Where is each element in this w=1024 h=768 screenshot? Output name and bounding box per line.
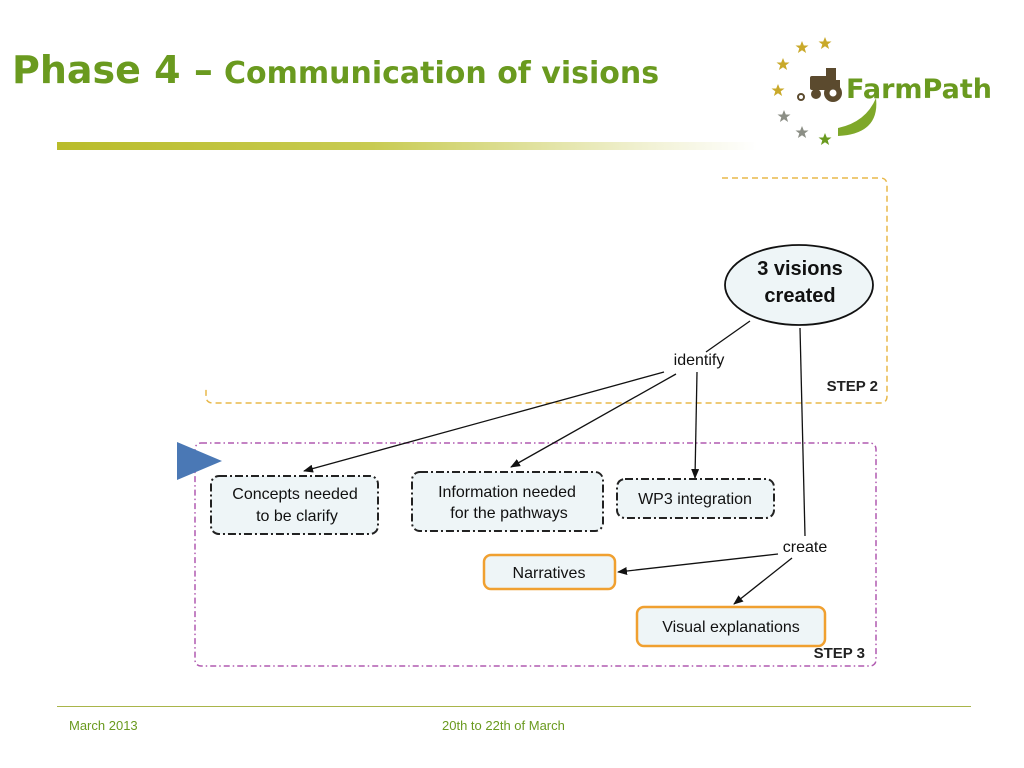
concepts-node-line1: Concepts needed [232,486,357,503]
farmpath-logo: FarmPath [771,37,992,145]
visual-explanations-node [635,605,827,648]
logo-star [818,133,832,145]
pointer-triangle-icon [177,442,222,480]
logo-star [777,110,791,122]
visual-explanations-node-label: Visual explanations [662,619,800,636]
footer-date: March 2013 [69,718,138,733]
step3-container [194,442,877,667]
logo-star [795,126,809,138]
step2-container [205,177,888,404]
concepts-node-line2: to be clarify [256,508,338,525]
narratives-node [482,553,617,591]
information-node [411,471,604,532]
title-underline-bar [57,142,757,150]
arrow-identify-to-concepts [303,371,665,473]
arrow-create-to-narratives [617,553,779,575]
information-node-line2: for the pathways [450,505,567,522]
logo-stars-icon [771,37,832,145]
visions-oval-line2: created [764,285,835,307]
information-node-line1: Information needed [438,484,576,501]
create-label: create [783,539,828,556]
identify-label: identify [674,352,725,369]
logo-star [818,37,832,49]
connector-oval-to-identify [705,320,751,353]
step2-label: STEP 2 [827,378,878,395]
title-main: Phase 4 – [12,48,213,92]
wp3-node-label: WP3 integration [638,491,752,508]
connector-oval-to-create [799,327,806,537]
narratives-node-label: Narratives [513,565,586,582]
logo-crescent-icon [838,98,877,136]
tractor-icon [797,68,842,102]
logo-star [771,84,785,96]
visions-oval [724,244,874,326]
logo-star [795,41,809,53]
step3-label: STEP 3 [814,645,865,662]
logo-wordmark: FarmPath [846,74,992,105]
title-subtitle: Communication of visions [223,56,660,91]
slide-title: Phase 4 – Communication of visions [12,48,659,92]
wp3-node [616,478,775,519]
visions-oval-line1: 3 visions [757,258,843,280]
footer-divider [57,706,971,707]
arrow-create-to-visual [733,557,793,605]
logo-star [776,58,790,70]
concepts-node [210,475,379,535]
footer-event-dates: 20th to 22th of March [442,718,565,733]
arrow-identify-to-information [510,373,677,468]
arrow-identify-to-wp3 [691,371,700,479]
